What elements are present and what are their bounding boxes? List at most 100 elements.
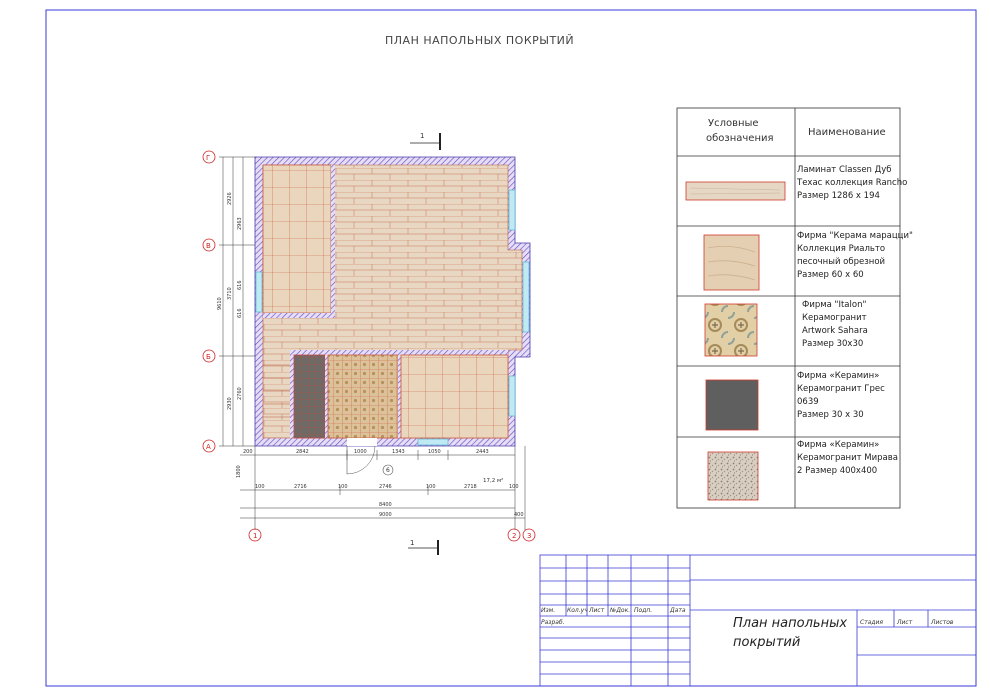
dim-b2-5: 100 xyxy=(426,484,436,490)
laminate-strips-left xyxy=(263,364,290,418)
windows xyxy=(255,189,530,446)
legend-row3-line4: Размер 30х30 xyxy=(802,339,863,349)
dim-left-5: 616 xyxy=(237,308,243,318)
legend-row3-line2: Керамогранит xyxy=(802,313,867,323)
axis-labels-left: Г В Б А xyxy=(206,154,211,451)
legend-row2-line1: Фирма "Керама марацци" xyxy=(797,231,913,241)
dim-left-total: 9610 xyxy=(217,297,223,310)
sheet-frame xyxy=(45,9,977,687)
legend-row1-line1: Ламинат Classen Дуб xyxy=(797,165,892,175)
dim-b2-2: 2716 xyxy=(294,484,307,490)
dim-b2-7: 100 xyxy=(509,484,519,490)
swatch-laminate xyxy=(685,181,786,201)
drawing-title: ПЛАН НАПОЛЬНЫХ ПОКРЫТИЙ xyxy=(385,34,574,47)
legend-header-1b: обозначения xyxy=(706,133,774,144)
dim-b2-6: 2718 xyxy=(464,484,477,490)
axis-2: 2 xyxy=(512,532,516,540)
legend-row2-line3: песочный обрезной xyxy=(797,257,885,267)
swatch-artwork-tile xyxy=(704,303,758,357)
dim-b1-3: 1000 xyxy=(354,449,367,455)
axis-b: Б xyxy=(206,353,211,361)
axis-bubbles-left xyxy=(202,150,216,453)
stamp-izm: Изм. xyxy=(541,607,555,614)
dim-b1-4: 1343 xyxy=(392,449,405,455)
section-mark-top-label: 1 xyxy=(420,132,424,140)
dim-total-1: 8400 xyxy=(379,502,392,508)
stamp-sheets: Листов xyxy=(930,619,954,626)
swatch-granite-tile xyxy=(707,451,759,501)
section-mark-bottom-label: 1 xyxy=(410,539,414,547)
room-area: 17,2 м² xyxy=(483,477,503,484)
partition-wall-v3 xyxy=(398,355,401,438)
dim-b1-1: 200 xyxy=(243,449,253,455)
legend-row4-line2: Керамогранит Грес xyxy=(797,384,885,394)
dim-b1-2: 2842 xyxy=(296,449,309,455)
dim-left-7: 2930 xyxy=(227,397,233,410)
axis-g: Г xyxy=(206,154,210,162)
stamp-kol: Кол.уч xyxy=(567,607,588,614)
dim-b2-4: 2746 xyxy=(379,484,392,490)
legend-row3-line3: Artwork Sahara xyxy=(802,326,868,336)
stamp-doc: №Док. xyxy=(609,607,630,614)
partition-wall-mid xyxy=(290,350,508,355)
dim-b1-5: 1050 xyxy=(428,449,441,455)
left-dim-labels: 2926 2963 3710 616 616 2760 2930 9610 xyxy=(217,192,243,410)
bottom-dimensions xyxy=(240,446,526,530)
legend-row4-line4: Размер 30 х 30 xyxy=(797,410,864,420)
tile-area-top-left xyxy=(262,164,332,314)
axis-v: В xyxy=(206,242,211,250)
partition-wall-v2 xyxy=(325,355,328,438)
dim-left-2: 2963 xyxy=(237,217,243,230)
legend-row4-line3: 0639 xyxy=(797,397,819,407)
partition-wall-right xyxy=(331,165,335,318)
stamp-sign: Подп. xyxy=(634,607,652,614)
dim-right-small: 400 xyxy=(514,512,524,518)
entrance-door xyxy=(346,438,377,475)
section-mark-top: 1 xyxy=(410,132,441,150)
legend-row1-line3: Размер 1286 х 194 xyxy=(797,191,880,201)
legend-row2-line4: Размер 60 х 60 xyxy=(797,270,864,280)
room-marker xyxy=(382,464,394,476)
dim-left-1: 2926 xyxy=(227,192,233,205)
sand-tile-area-bottom xyxy=(400,354,509,439)
section-mark-bottom: 1 xyxy=(408,539,439,555)
axis-3: 3 xyxy=(527,532,531,540)
dim-b2-1: 100 xyxy=(255,484,265,490)
dim-left-3: 3710 xyxy=(227,287,233,300)
dim-left-4: 616 xyxy=(237,280,243,290)
legend-row5-line3: 2 Размер 400х400 xyxy=(797,466,877,476)
stamp-sheet: Лист xyxy=(896,619,913,626)
artwork-tile-area xyxy=(327,354,399,439)
axis-bubbles-bottom xyxy=(248,528,536,542)
stamp-title-1: План напольных xyxy=(733,616,847,631)
dark-tile-area xyxy=(293,354,326,439)
axis-labels-bottom: 1 2 3 xyxy=(253,532,531,540)
title-block-text: Изм. Кол.уч Лист №Док. Подп. Дата Разраб… xyxy=(541,607,954,650)
dim-b2-3: 100 xyxy=(338,484,348,490)
dim-left-6: 2760 xyxy=(237,387,243,400)
dim-side-a: 1800 xyxy=(236,465,242,478)
floor-plan: 6 17,2 м² xyxy=(254,156,531,484)
legend-row1-line2: Техас коллекция Rancho xyxy=(796,178,907,188)
partition-wall-v1 xyxy=(290,350,294,438)
stamp-list: Лист xyxy=(588,607,605,614)
legend-row2-line2: Коллекция Риальто xyxy=(797,244,885,254)
left-dimensions xyxy=(219,156,255,447)
stamp-stage: Стадия xyxy=(860,619,883,626)
dim-total-2: 9000 xyxy=(379,512,392,518)
legend-header-2: Наименование xyxy=(808,127,886,138)
axis-a: А xyxy=(206,443,211,451)
stamp-date: Дата xyxy=(669,607,686,614)
stamp-title-2: покрытий xyxy=(733,635,800,650)
legend-row4-line1: Фирма «Керамин» xyxy=(797,371,879,381)
legend-row5-line1: Фирма «Керамин» xyxy=(797,440,879,450)
legend-row5-line2: Керамогранит Мирава xyxy=(797,453,898,463)
axis-1: 1 xyxy=(253,532,257,540)
dim-b1-6: 2443 xyxy=(476,449,489,455)
partition-wall-top xyxy=(263,313,335,318)
legend-table: Условные обозначения Наименование Ламина… xyxy=(676,107,913,509)
stamp-developed: Разраб. xyxy=(541,619,565,626)
legend-row3-line1: Фирма "Italon" xyxy=(802,300,866,310)
bottom-dim-labels: 200 2842 1000 1343 1050 2443 100 2716 10… xyxy=(236,449,524,518)
legend-header-1a: Условные xyxy=(708,118,759,129)
